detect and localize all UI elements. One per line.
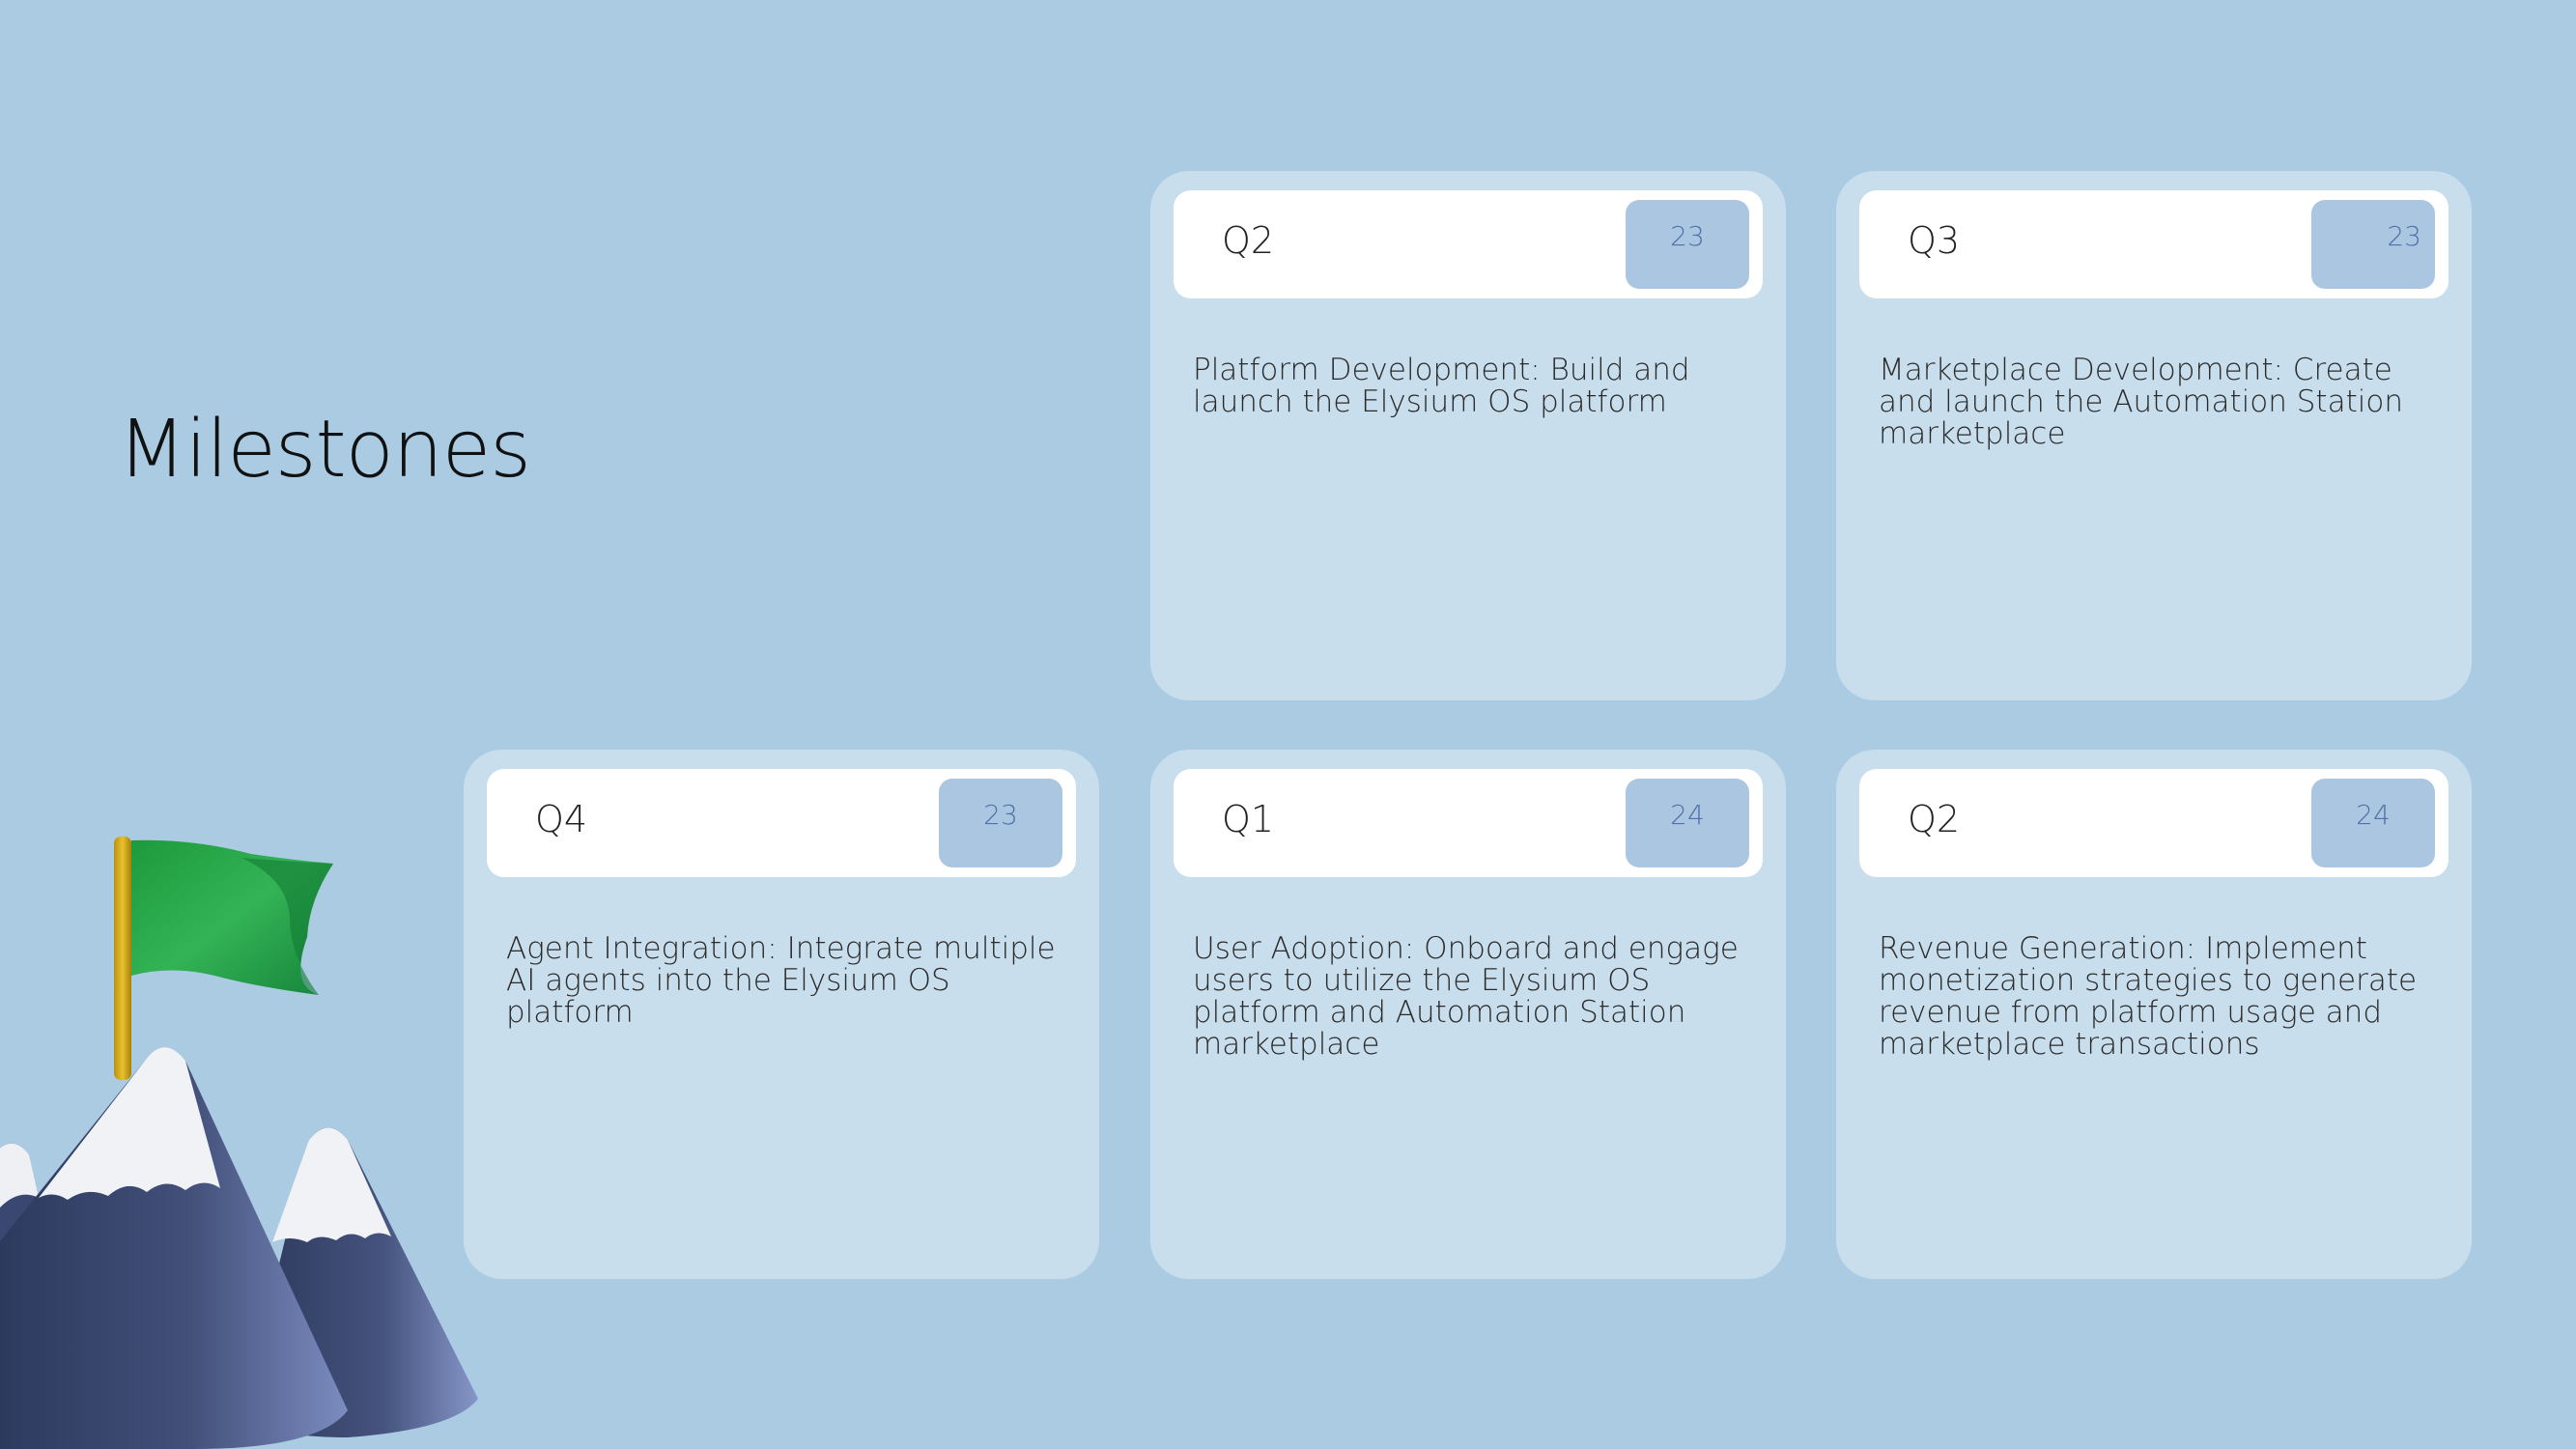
- milestone-header: Q2 24: [1859, 769, 2449, 877]
- milestone-card-q2-23: Q2 23 Platform Development: Build and la…: [1150, 171, 1786, 700]
- milestone-quarter: Q4: [535, 798, 588, 840]
- milestone-quarter: Q3: [1908, 219, 1961, 262]
- milestone-description: Revenue Generation: Implement monetizati…: [1879, 931, 2418, 1062]
- milestone-year-badge: 24: [1626, 779, 1749, 867]
- milestone-header: Q1 24: [1174, 769, 1763, 877]
- milestone-card-q3-23: Q3 23 Marketplace Development: Create an…: [1836, 171, 2472, 700]
- milestone-year-badge: 23: [2311, 200, 2435, 289]
- milestone-card-q4-23: Q4 23 Agent Integration: Integrate multi…: [464, 750, 1099, 1279]
- milestone-quarter: Q2: [1222, 219, 1275, 262]
- milestone-description: Agent Integration: Integrate multiple AI…: [506, 931, 1056, 1030]
- milestone-description: Marketplace Development: Create and laun…: [1879, 353, 2403, 451]
- milestone-header: Q2 23: [1174, 190, 1763, 298]
- mountain-flag-icon: [0, 837, 478, 1449]
- milestone-year-badge: 23: [939, 779, 1062, 867]
- milestone-header: Q3 23: [1859, 190, 2449, 298]
- milestone-description: Platform Development: Build and launch t…: [1193, 353, 1690, 419]
- milestone-year-badge: 24: [2311, 779, 2435, 867]
- milestone-card-q1-24: Q1 24 User Adoption: Onboard and engage …: [1150, 750, 1786, 1279]
- milestone-year-badge: 23: [1626, 200, 1749, 289]
- milestone-description: User Adoption: Onboard and engage users …: [1193, 931, 1739, 1062]
- milestone-header: Q4 23: [487, 769, 1076, 877]
- milestone-quarter: Q2: [1908, 798, 1961, 840]
- milestone-quarter: Q1: [1222, 798, 1275, 840]
- milestone-card-q2-24: Q2 24 Revenue Generation: Implement mone…: [1836, 750, 2472, 1279]
- page-title: Milestones: [118, 404, 531, 496]
